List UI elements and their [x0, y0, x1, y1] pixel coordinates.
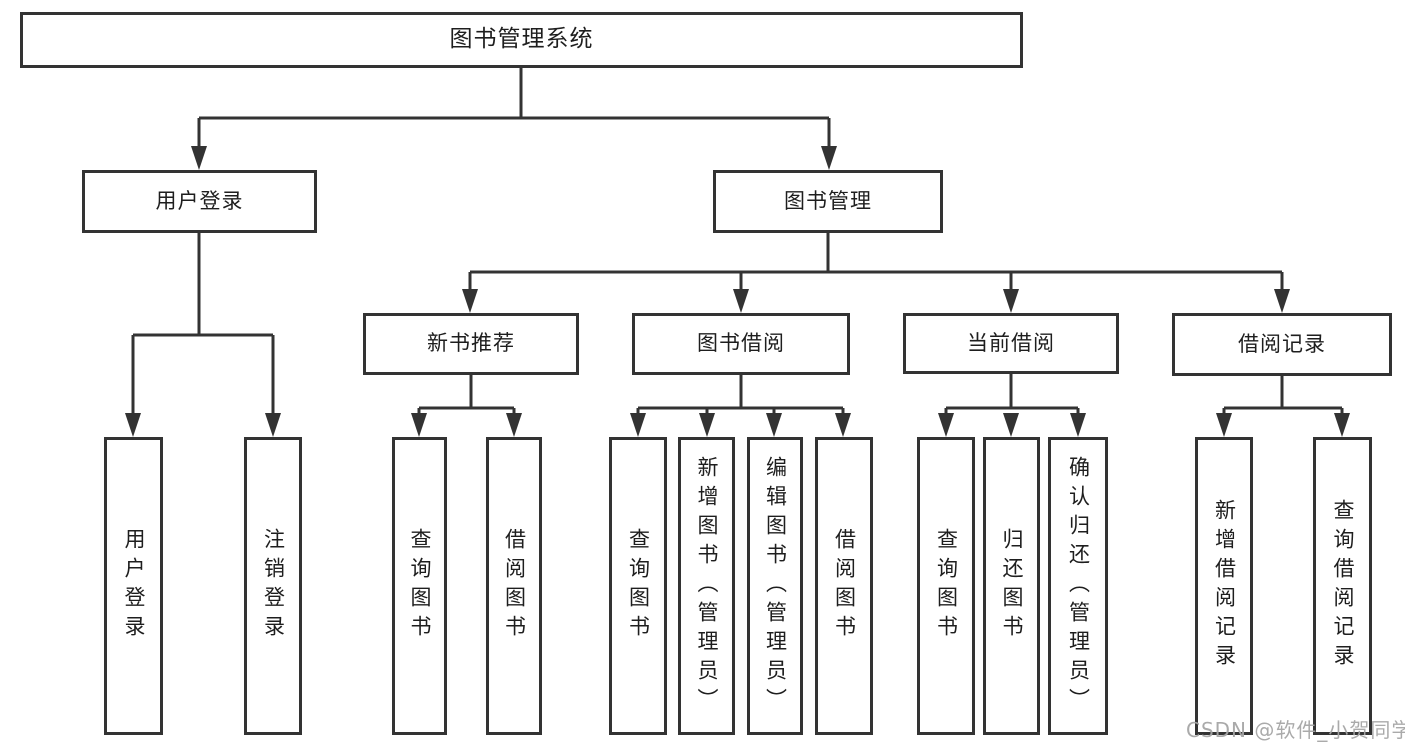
leaf-borrow-books-recommend: 借阅图书: [486, 437, 542, 735]
leaf-query-books-borrowing: 查询图书: [609, 437, 667, 735]
node-new-book-recommend: 新书推荐: [363, 313, 579, 375]
leaf-query-books-current: 查询图书: [917, 437, 975, 735]
node-current-borrowing: 当前借阅: [903, 313, 1119, 374]
leaf-query-books-recommend: 查询图书: [392, 437, 447, 735]
leaf-logout: 注销登录: [244, 437, 302, 735]
leaf-add-book-admin: 新增图书（管理员）: [678, 437, 735, 735]
leaf-add-borrow-record: 新增借阅记录: [1195, 437, 1253, 735]
node-book-management: 图书管理: [713, 170, 943, 233]
leaf-edit-book-admin: 编辑图书（管理员）: [747, 437, 803, 735]
leaf-return-book: 归还图书: [983, 437, 1040, 735]
leaf-confirm-return-admin: 确认归还（管理员）: [1048, 437, 1108, 735]
node-book-borrowing: 图书借阅: [632, 313, 850, 375]
leaf-user-login: 用户登录: [104, 437, 163, 735]
leaf-borrow-books: 借阅图书: [815, 437, 873, 735]
leaf-query-borrow-record: 查询借阅记录: [1313, 437, 1372, 735]
node-user-login: 用户登录: [82, 170, 317, 233]
csdn-watermark: CSDN @软件_小贺同学: [1186, 718, 1405, 742]
node-borrow-records: 借阅记录: [1172, 313, 1392, 376]
node-library-system: 图书管理系统: [20, 12, 1023, 68]
